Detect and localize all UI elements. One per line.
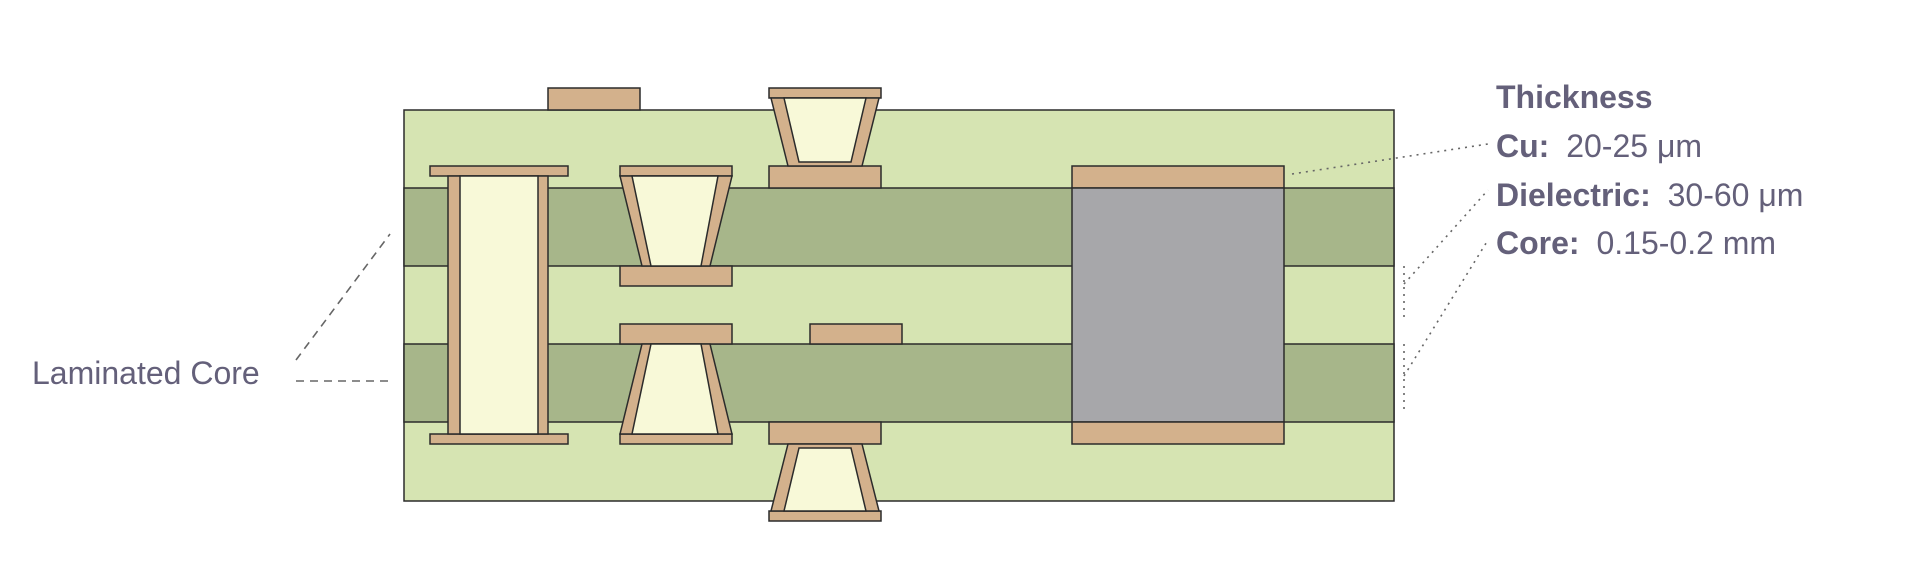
legend-key-core: Core: xyxy=(1496,225,1580,261)
blind-via-top xyxy=(768,87,882,189)
legend-value-core: 0.15-0.2 mm xyxy=(1596,225,1776,261)
buried-via-upper xyxy=(619,165,733,287)
leader-line-core-upper xyxy=(295,233,391,361)
legend-value-dielectric: 30-60 μm xyxy=(1668,177,1804,213)
leader-line-cu xyxy=(1291,143,1489,175)
legend-value-cu: 20-25 μm xyxy=(1566,128,1702,164)
laminated-core-label: Laminated Core xyxy=(32,355,260,391)
leader-line-core xyxy=(1403,239,1489,410)
legend-row-core: Core: 0.15-0.2 mm xyxy=(1496,225,1776,261)
thickness-legend: Thickness Cu: 20-25 μm Dielectric: 30-60… xyxy=(1496,79,1803,261)
legend-key-dielectric: Dielectric: xyxy=(1496,177,1651,213)
surface-pad-top xyxy=(547,87,641,111)
legend-title: Thickness xyxy=(1496,79,1653,115)
buried-via-lower xyxy=(619,323,733,445)
metal-core-block xyxy=(1071,165,1285,445)
blind-via-bottom xyxy=(768,421,882,522)
legend-row-cu: Cu: 20-25 μm xyxy=(1496,128,1702,164)
legend-key-cu: Cu: xyxy=(1496,128,1549,164)
inner-pad xyxy=(809,323,903,345)
legend-row-dielectric: Dielectric: 30-60 μm xyxy=(1496,177,1803,213)
leader-line-dielectric xyxy=(1403,189,1489,322)
through-hole-via xyxy=(429,165,569,445)
